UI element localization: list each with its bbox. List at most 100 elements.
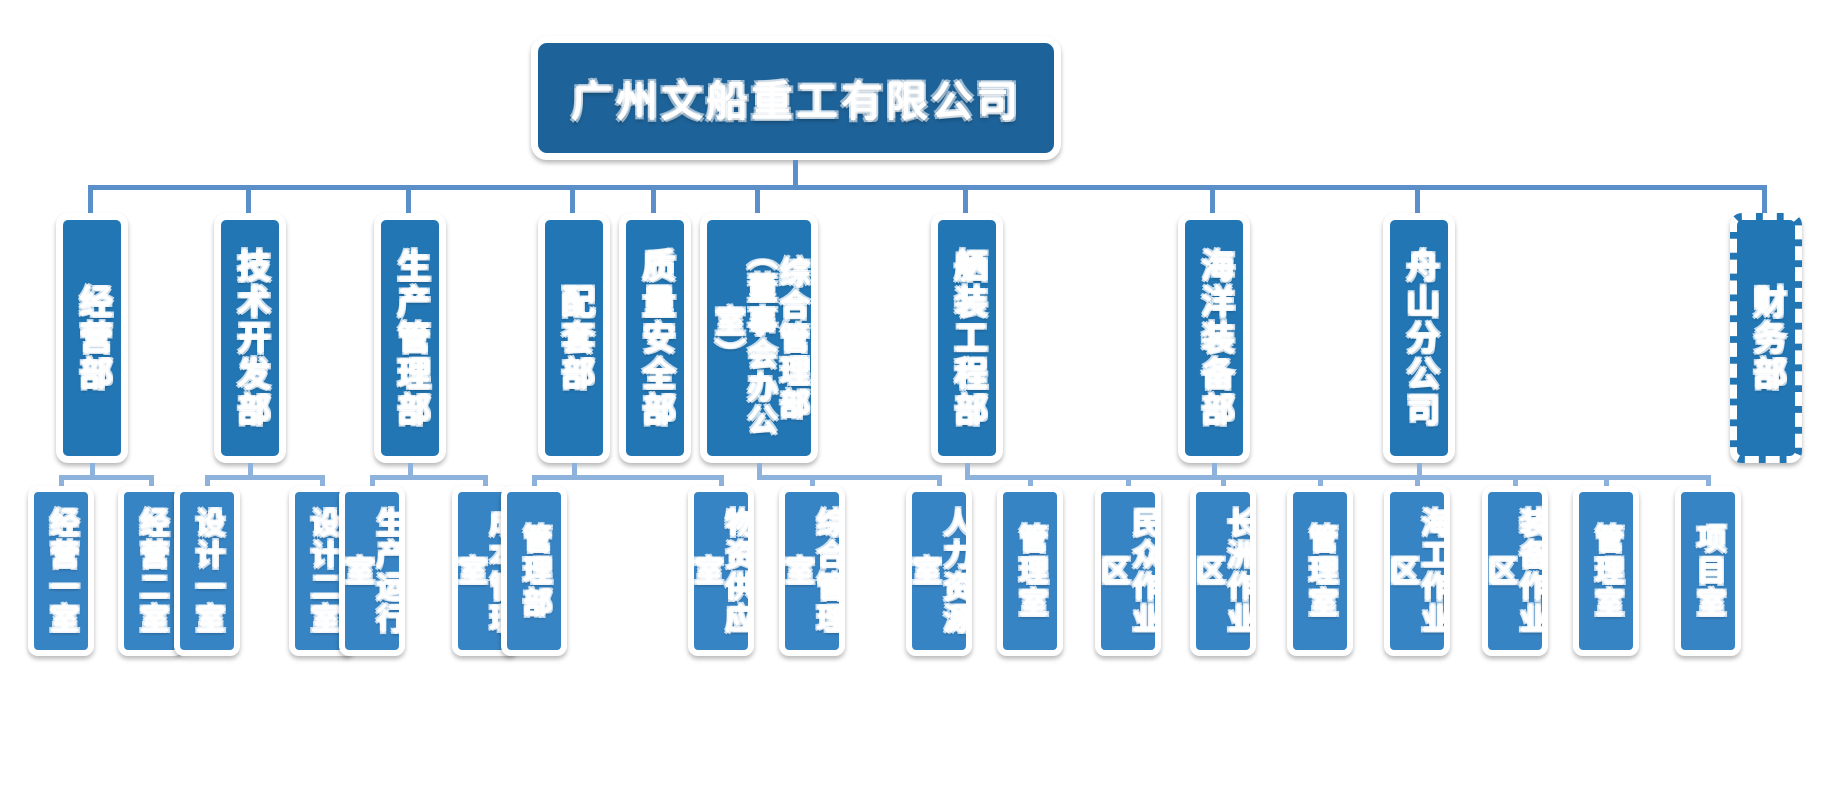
org-node-haiyang-3[interactable]: 装备作业区 bbox=[1482, 486, 1548, 656]
connector-drop-jishu bbox=[246, 185, 251, 213]
connector-drop-zs-1 bbox=[1604, 475, 1609, 489]
connector-bus-peitao bbox=[532, 475, 724, 480]
connector-drop-sc-2 bbox=[483, 475, 488, 489]
org-node-peitao-2-label: 物资供应室 bbox=[688, 507, 754, 635]
org-node-peitao[interactable]: 配套部 bbox=[538, 213, 610, 463]
connector-stem-shengchan bbox=[408, 463, 413, 479]
org-node-zonghe-1-label: 综合管理室 bbox=[779, 507, 845, 635]
org-node-xizhuang-3-label: 长洲作业区 bbox=[1190, 507, 1256, 635]
connector-bus-jingying bbox=[59, 475, 154, 480]
connector-bus-zonghe bbox=[810, 475, 942, 480]
org-node-haiyang[interactable]: 海洋装备部 bbox=[1178, 213, 1250, 463]
connector-drop-zonghe bbox=[755, 185, 760, 213]
connector-stem-peitao bbox=[572, 463, 577, 479]
org-node-peitao-1-label: 管理部 bbox=[516, 523, 552, 619]
connector-bus-zhoushan bbox=[1604, 475, 1711, 480]
org-node-haiyang-3-label: 装备作业区 bbox=[1482, 507, 1548, 635]
org-node-jingying-label: 经营部 bbox=[72, 284, 113, 392]
org-node-xizhuang[interactable]: 舾装工程部 bbox=[931, 213, 1003, 463]
org-node-xizhuang-1[interactable]: 管理室 bbox=[997, 486, 1063, 656]
org-node-peitao-label: 配套部 bbox=[554, 284, 595, 392]
connector-drop-pt-1 bbox=[532, 475, 537, 489]
connector-stem-zonghe bbox=[757, 463, 762, 479]
connector-drop-zs-2 bbox=[1706, 475, 1711, 489]
org-node-zhiliang[interactable]: 质量安全部 bbox=[619, 213, 691, 463]
org-node-zonghe[interactable]: 综合管理部 （董事会办公室） bbox=[700, 213, 818, 463]
connector-main-bus bbox=[88, 185, 1766, 190]
org-node-zhoushan-label: 舟山分公司 bbox=[1399, 248, 1440, 428]
org-node-zhoushan-2-label: 项目室 bbox=[1690, 523, 1726, 619]
org-node-jishu-2-label: 设计二室 bbox=[304, 507, 340, 635]
org-node-peitao-2[interactable]: 物资供应室 bbox=[688, 486, 754, 656]
org-node-zhoushan-1-label: 管理室 bbox=[1588, 523, 1624, 619]
connector-stem-jishu bbox=[248, 463, 253, 479]
connector-drop-zhoushan bbox=[1415, 185, 1420, 213]
org-node-haiyang-label: 海洋装备部 bbox=[1194, 248, 1235, 428]
org-node-peitao-1[interactable]: 管理部 bbox=[501, 486, 567, 656]
connector-stem-haiyang bbox=[1212, 463, 1217, 479]
connector-drop-xz-3 bbox=[1221, 475, 1226, 489]
connector-drop-shengchan bbox=[406, 185, 411, 213]
org-node-haiyang-1[interactable]: 管理室 bbox=[1287, 486, 1353, 656]
connector-drop-pt-2 bbox=[719, 475, 724, 489]
org-node-root-label: 广州文船重工有限公司 bbox=[570, 76, 1021, 126]
org-node-haiyang-2[interactable]: 海工作业区 bbox=[1384, 486, 1450, 656]
org-node-jishu-1-label: 设计一室 bbox=[189, 507, 225, 635]
connector-drop-jy-2 bbox=[149, 475, 154, 489]
org-node-zonghe-label: 综合管理部 bbox=[773, 255, 810, 421]
org-node-xizhuang-3[interactable]: 长洲作业区 bbox=[1190, 486, 1256, 656]
connector-drop-caiwu bbox=[1762, 185, 1767, 213]
org-node-xizhuang-2[interactable]: 民众作业区 bbox=[1095, 486, 1161, 656]
org-node-zhiliang-label: 质量安全部 bbox=[635, 248, 676, 428]
org-node-zhoushan-1[interactable]: 管理室 bbox=[1573, 486, 1639, 656]
connector-drop-hy-2 bbox=[1415, 475, 1420, 489]
connector-drop-xizhuang bbox=[963, 185, 968, 213]
org-node-haiyang-1-label: 管理室 bbox=[1302, 523, 1338, 619]
connector-bridge-haiyang bbox=[1212, 475, 1323, 480]
org-node-zonghe-2-label: 人力资源室 bbox=[906, 507, 972, 635]
org-node-shengchan-1-label: 生产运行室 bbox=[339, 507, 405, 635]
org-node-root[interactable]: 广州文船重工有限公司 bbox=[531, 36, 1061, 160]
org-node-haiyang-2-label: 海工作业区 bbox=[1384, 507, 1450, 635]
connector-bus-shengchan bbox=[370, 475, 488, 480]
org-node-zonghe-1[interactable]: 综合管理室 bbox=[779, 486, 845, 656]
connector-drop-sc-1 bbox=[370, 475, 375, 489]
connector-drop-js-1 bbox=[205, 475, 210, 489]
connector-drop-zh-2 bbox=[937, 475, 942, 489]
connector-drop-hy-3 bbox=[1513, 475, 1518, 489]
org-node-caiwu-label: 财务部 bbox=[1746, 284, 1787, 392]
org-node-jingying-1[interactable]: 经营一室 bbox=[28, 486, 94, 656]
connector-drop-zhiliang bbox=[651, 185, 656, 213]
connector-drop-js-2 bbox=[320, 475, 325, 489]
org-node-shengchan[interactable]: 生产管理部 bbox=[374, 213, 446, 463]
org-node-shengchan-1[interactable]: 生产运行室 bbox=[339, 486, 405, 656]
connector-root-stem bbox=[793, 160, 798, 188]
connector-stem-xizhuang bbox=[965, 463, 970, 479]
connector-bridge-zonghe bbox=[757, 475, 815, 480]
connector-drop-jingying bbox=[88, 185, 93, 213]
connector-drop-xz-2 bbox=[1126, 475, 1131, 489]
org-node-xizhuang-label: 舾装工程部 bbox=[947, 248, 988, 428]
connector-drop-hy-1 bbox=[1318, 475, 1323, 489]
org-node-zhoushan[interactable]: 舟山分公司 bbox=[1383, 213, 1455, 463]
org-node-jingying-1-label: 经营一室 bbox=[43, 507, 79, 635]
org-node-caiwu[interactable]: 财务部 bbox=[1730, 213, 1802, 463]
connector-bridge-xizhuang bbox=[965, 475, 1033, 480]
connector-drop-jy-1 bbox=[59, 475, 64, 489]
connector-drop-peitao bbox=[570, 185, 575, 213]
connector-drop-xz-1 bbox=[1028, 475, 1033, 489]
org-node-jishu-label: 技术开发部 bbox=[230, 248, 271, 428]
org-node-jishu[interactable]: 技术开发部 bbox=[214, 213, 286, 463]
org-node-zhoushan-2[interactable]: 项目室 bbox=[1675, 486, 1741, 656]
connector-drop-zh-1 bbox=[810, 475, 815, 489]
connector-bridge-zhoushan bbox=[1417, 475, 1609, 480]
connector-stem-zhoushan bbox=[1417, 463, 1422, 479]
connector-drop-haiyang bbox=[1210, 185, 1215, 213]
org-node-zonghe-secondary-label: （董事会办公室） bbox=[708, 239, 778, 437]
org-node-jishu-1[interactable]: 设计一室 bbox=[174, 486, 240, 656]
org-node-xizhuang-2-label: 民众作业区 bbox=[1095, 507, 1161, 635]
org-node-zonghe-2[interactable]: 人力资源室 bbox=[906, 486, 972, 656]
org-node-shengchan-label: 生产管理部 bbox=[390, 248, 431, 428]
connector-bus-jishu bbox=[205, 475, 325, 480]
org-node-jingying[interactable]: 经营部 bbox=[56, 213, 128, 463]
